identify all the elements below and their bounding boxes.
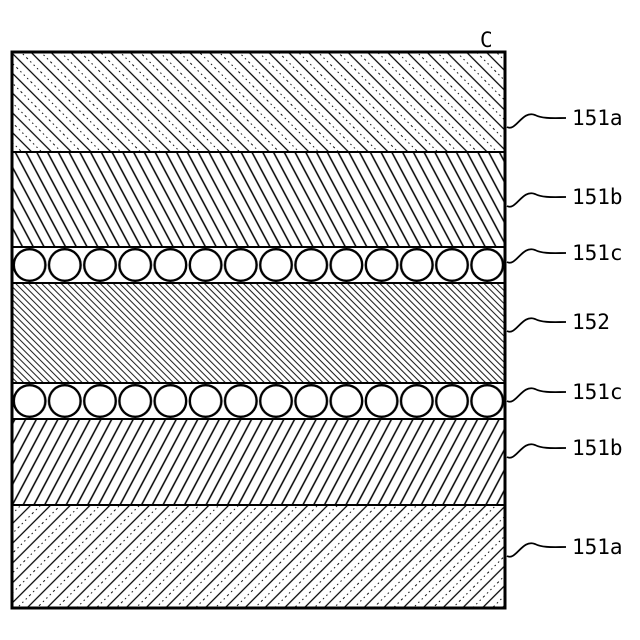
leader-line-151c-top [506,248,567,264]
layer-151b-top [12,152,505,247]
leader-line-151c-bottom [506,387,567,403]
label-151a-bottom: 151a [572,535,623,559]
layer-151b-bottom [12,419,505,505]
label-151b-top: 151b [572,185,623,209]
stack-outline [10,50,507,610]
leader-line-152 [506,317,567,333]
layer-151a-top [12,52,505,152]
layer-151a-bottom [12,505,505,608]
leader-line-151b-top [506,192,567,208]
label-151c-bottom: 151c [572,380,623,404]
label-151c-top: 151c [572,241,623,265]
label-151b-bottom: 151b [572,436,623,460]
layer-152 [12,283,505,383]
label-151a-top: 151a [572,106,623,130]
layer-151c-bottom [12,383,505,419]
leader-line-151a-top [506,113,567,129]
layer-151c-top [12,247,505,283]
corner-label: C [480,28,493,52]
leader-line-151b-bottom [506,443,567,459]
leader-line-151a-bottom [506,542,567,558]
label-152: 152 [572,310,610,334]
